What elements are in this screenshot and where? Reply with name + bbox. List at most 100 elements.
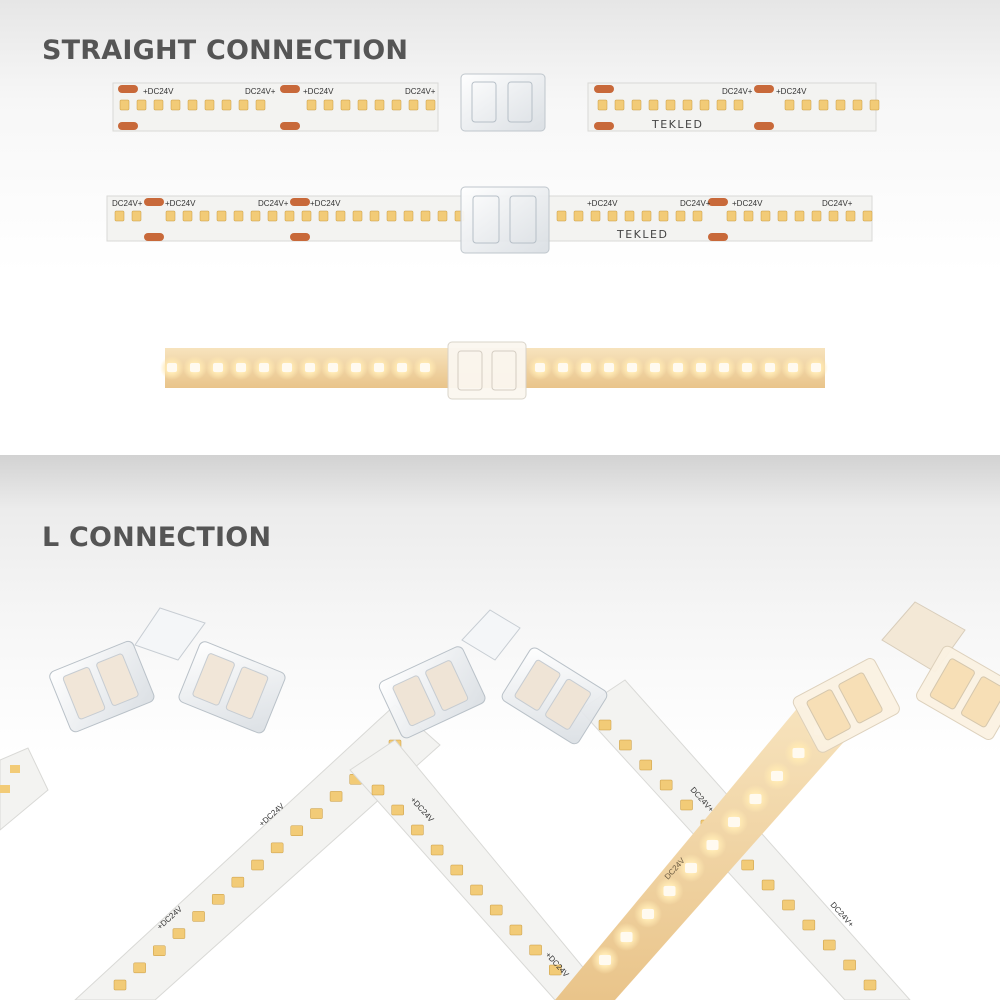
solder-pad [280,85,300,93]
led-chip [351,363,361,372]
led-chip [811,210,822,222]
led-chip [255,99,266,111]
led-chip [822,939,836,951]
led-chip [259,363,269,372]
solder-pad [708,233,728,241]
led-chip [535,363,545,372]
led-chip [843,959,856,971]
led-chip [716,99,727,111]
led-chip [192,911,205,922]
strip-marking-voltage: DC24V+ [680,199,711,208]
led-chip [238,99,249,111]
led-chip [172,928,186,939]
l-connection-heading: L CONNECTION [42,522,272,553]
led-chip [397,363,407,372]
led-chip [306,99,317,111]
led-chip [680,799,693,811]
l-connector-middle [378,609,608,745]
l-connector-left [49,607,286,734]
led-chip [641,210,652,222]
led-chip [509,924,523,936]
led-chip [335,210,346,222]
led-chip [648,99,659,111]
led-chip [270,842,284,854]
led-chip [199,210,210,222]
led-chip [765,363,775,372]
led-chip [119,99,130,111]
led-chip [323,99,334,111]
led-chip [340,99,351,111]
led-chip [696,363,706,372]
solder-pad [144,198,164,206]
strip-marking-voltage: DC24V+ [822,199,853,208]
strip-marking-voltage: DC24V+ [405,87,436,96]
l-strip-unlit-crossing [349,739,611,1000]
led-chip [165,210,176,222]
solder-pad [290,198,310,206]
led-chip [675,210,686,222]
led-chip [777,210,788,222]
led-chip [869,99,880,111]
led-chip [607,210,618,222]
led-chip [489,904,503,916]
led-chip [352,210,363,222]
strip-marking-voltage: +DC24V [587,199,618,208]
led-chip [450,864,464,876]
led-chip [590,210,601,222]
led-chip [811,363,821,372]
led-chip [828,210,839,222]
solder-pad [754,85,774,93]
led-chip [794,210,805,222]
led-chip [250,210,261,222]
led-chip [310,808,323,819]
led-chip [425,99,436,111]
led-chip [771,771,783,781]
led-chip [620,932,633,942]
led-chip [692,210,703,222]
led-chip [236,363,246,372]
led-chip [131,210,142,222]
led-chip [114,210,125,222]
led-chip [573,210,584,222]
brand-marking: TEKLED [651,118,703,131]
brand-marking: TEKLED [616,228,668,241]
led-chip [549,964,562,976]
led-chip [470,884,483,896]
led-chip [391,99,402,111]
led-chip [301,210,312,222]
led-chip [597,99,608,111]
led-chip [604,363,614,372]
led-strip-connected-lit [160,348,828,388]
led-chip [371,784,385,796]
solder-pad [280,122,300,130]
strip-marking-voltage: DC24V+ [258,199,289,208]
led-chip [862,210,873,222]
strip-marking-voltage: +DC24V [776,87,807,96]
led-chip [430,844,444,856]
led-chip [328,363,338,372]
led-chip [665,99,676,111]
led-chip [624,210,635,222]
led-chip [801,99,812,111]
straight-connection-heading: STRAIGHT CONNECTION [42,35,409,66]
led-chip [216,210,227,222]
led-chip [743,210,754,222]
led-strip-left-unconnected [112,82,439,132]
led-chip [386,210,397,222]
led-chip [659,779,673,791]
solder-pad [754,122,774,130]
led-chip [788,363,798,372]
strip-marking-voltage: +DC24V [310,199,341,208]
led-chip [741,859,754,871]
led-chip [719,363,729,372]
led-chip [305,363,315,372]
led-chip [420,363,430,372]
led-chip [845,210,856,222]
led-chip [818,99,829,111]
led-chip [581,363,591,372]
led-chip [627,363,637,372]
led-chip [706,840,719,850]
led-chip [190,363,200,372]
led-chip [221,99,232,111]
led-chip [153,99,164,111]
